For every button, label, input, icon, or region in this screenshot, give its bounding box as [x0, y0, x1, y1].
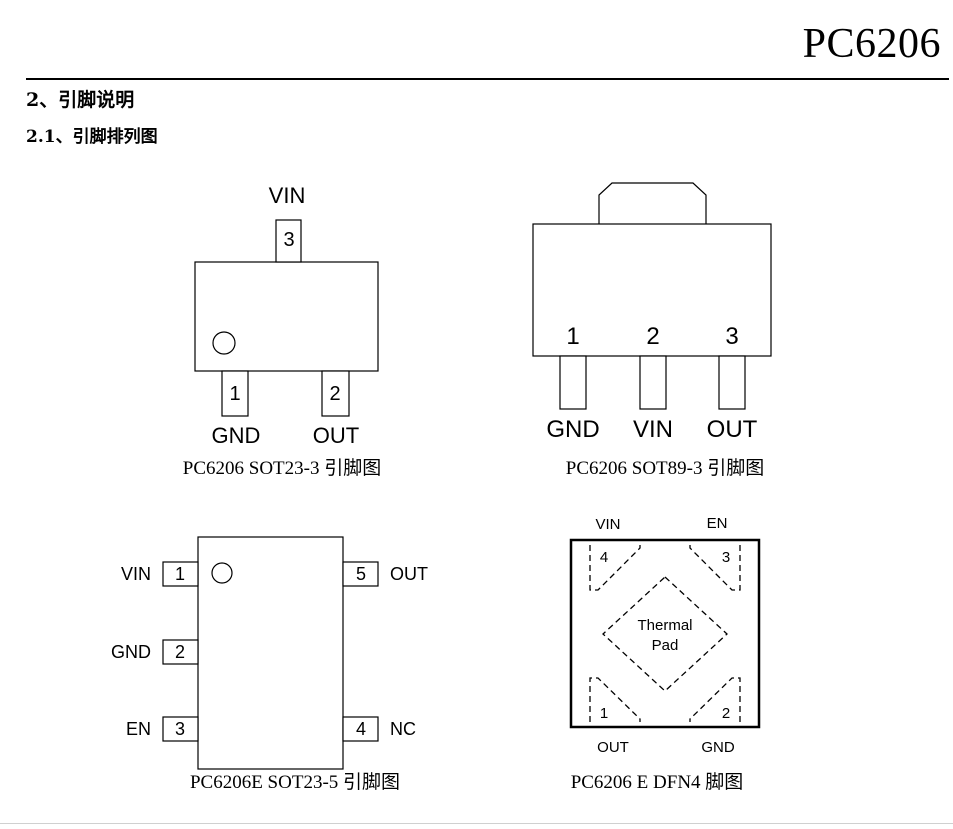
dfn4-pad4-outline [589, 545, 641, 591]
sot23-3-pin2 [321, 370, 350, 417]
sot23-5-pin4-number: 4 [356, 719, 366, 739]
dfn4-pad2-number: 2 [722, 705, 730, 722]
dfn4-gnd-label: GND [701, 739, 735, 756]
sot89-3-pin3 [718, 355, 746, 410]
sot23-3-pin3-number: 3 [283, 229, 294, 251]
dfn4-thermal-pad-outline [602, 576, 728, 692]
dfn4-thermal-label-line1: Thermal [637, 617, 692, 634]
sot23-3-pin1 [221, 370, 249, 417]
sot23-5-pin4 [342, 716, 379, 742]
dfn4-pad1-number: 1 [600, 705, 608, 722]
sot23-5-en-label: EN [126, 719, 151, 739]
sot23-3-caption: PC6206 SOT23-3 引脚图 [183, 457, 381, 479]
sot89-3-tab [598, 182, 707, 224]
dfn4-en-label: EN [707, 515, 728, 532]
sot89-3-gnd-label: GND [546, 416, 599, 443]
sot23-3-gnd-label: GND [212, 423, 261, 448]
dfn4-package [569, 538, 761, 729]
sot23-3-pin2-number: 2 [329, 383, 340, 405]
sot89-3-vin-label: VIN [633, 416, 673, 443]
document-title: PC6206 [802, 21, 941, 67]
sot23-5-caption: PC6206E SOT23-5 引脚图 [190, 771, 400, 793]
sot23-5-gnd-label: GND [111, 642, 151, 662]
dfn4-pad3-outline [689, 545, 741, 591]
sot89-3-pin3-number: 3 [725, 323, 738, 350]
sot23-3-vin-label: VIN [269, 183, 306, 208]
dfn4-out-label: OUT [597, 739, 629, 756]
dfn4-thermal-label-line2: Pad [652, 637, 679, 654]
sot23-5-pin1 [162, 561, 199, 587]
sot23-5-pin5-number: 5 [356, 564, 366, 584]
sot89-3-caption: PC6206 SOT89-3 引脚图 [566, 457, 764, 479]
sot23-5-package [162, 536, 379, 770]
subsection-heading: 2.1、引脚排列图 [26, 127, 158, 147]
sot89-3-package [532, 182, 772, 410]
sot23-5-pin1-number: 1 [175, 564, 185, 584]
sot23-3-package [194, 219, 379, 417]
sot89-3-pin2-number: 2 [646, 323, 659, 350]
sot89-3-pin2 [639, 355, 667, 410]
sot23-5-pin2-number: 2 [175, 642, 185, 662]
sot23-5-nc-label: NC [390, 719, 416, 739]
sot89-3-pin1 [559, 355, 587, 410]
dfn4-pad3-number: 3 [722, 549, 730, 566]
sot23-5-pin2 [162, 639, 199, 665]
dfn4-vin-label: VIN [595, 516, 620, 533]
sot23-5-pin3 [162, 716, 199, 742]
sot23-3-pin1-marker [212, 331, 236, 355]
sot89-3-out-label: OUT [707, 416, 758, 443]
sot23-5-body [197, 536, 344, 770]
dfn4-pad4-number: 4 [600, 549, 608, 566]
dfn4-caption: PC6206 E DFN4 脚图 [571, 771, 744, 793]
sot23-5-out-label: OUT [390, 564, 428, 584]
sot23-5-vin-label: VIN [121, 564, 151, 584]
section-heading: 2、引脚说明 [26, 89, 135, 111]
sot23-3-pin3 [275, 219, 302, 263]
sot23-3-body [194, 261, 379, 372]
sot23-3-out-label: OUT [313, 423, 359, 448]
sot89-3-pin1-number: 1 [566, 323, 579, 350]
sot23-5-pin3-number: 3 [175, 719, 185, 739]
dfn4-pad1-outline [589, 677, 641, 722]
dfn4-body [569, 538, 761, 729]
sot23-5-pin1-marker [211, 562, 233, 584]
sot23-5-pin5 [342, 561, 379, 587]
header-rule [26, 78, 949, 80]
sot23-3-pin1-number: 1 [229, 383, 240, 405]
footer-rule [0, 823, 953, 824]
dfn4-pad2-outline [689, 677, 741, 722]
